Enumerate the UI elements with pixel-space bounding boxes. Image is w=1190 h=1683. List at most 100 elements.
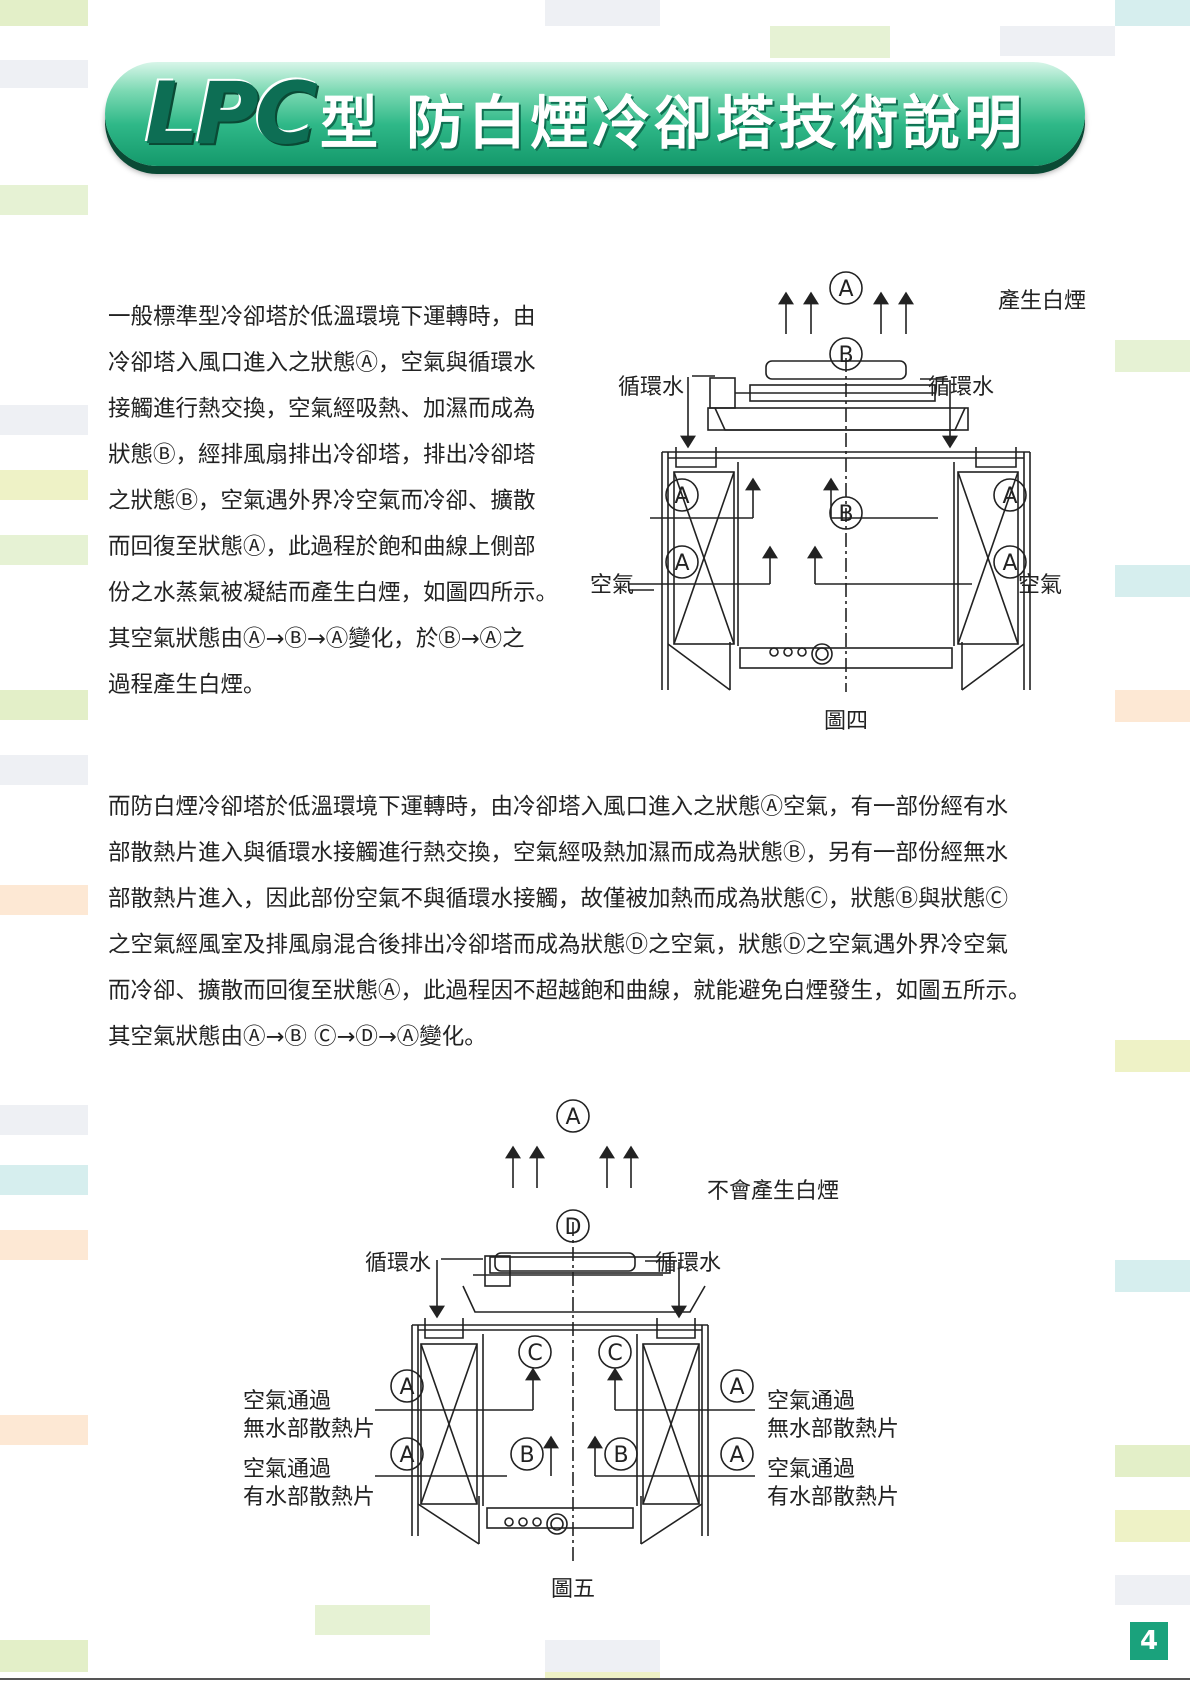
decor-block xyxy=(0,755,88,785)
state-label: A xyxy=(674,551,689,576)
decor-block xyxy=(0,1105,88,1135)
air-label-left: 空氣 xyxy=(590,573,634,598)
state-label: C xyxy=(527,1341,542,1366)
dry-fill-label-left: 空氣通過 xyxy=(243,1389,331,1414)
paragraph-line: 而回復至狀態Ⓐ，此過程於飽和曲線上側部 xyxy=(108,534,536,560)
brand-logo: LPC xyxy=(145,64,318,164)
smoke-label: 產生白煙 xyxy=(998,289,1086,314)
paragraph-line: 其空氣狀態由Ⓐ→Ⓑ→Ⓐ變化，於Ⓑ→Ⓐ之 xyxy=(108,626,525,652)
decor-block xyxy=(0,1415,88,1445)
state-a-circle xyxy=(556,1099,590,1133)
decor-block xyxy=(545,0,660,26)
decor-block xyxy=(1115,1445,1190,1477)
state-label: B xyxy=(519,1443,534,1468)
wet-fill-label-left: 有水部散熱片 xyxy=(243,1485,375,1510)
wet-fill-label-right: 有水部散熱片 xyxy=(767,1485,899,1510)
decor-block xyxy=(1115,1510,1190,1542)
state-label: C xyxy=(607,1341,622,1366)
decor-block xyxy=(0,405,88,435)
state-c-circle xyxy=(598,1335,632,1369)
wet-fill-label-right: 空氣通過 xyxy=(767,1457,855,1482)
motor-icon xyxy=(709,377,736,409)
dry-fill-label-right: 空氣通過 xyxy=(767,1389,855,1414)
figure-caption: 圖四 xyxy=(824,709,868,734)
figure-5-diagram: A D C C B B A A A A 不會產生白煙 循環水 循環水 空氣通過 … xyxy=(243,1099,899,1602)
state-a-circle xyxy=(390,1437,424,1471)
state-label: A xyxy=(399,1375,414,1400)
decor-block xyxy=(0,690,88,720)
fan-housing xyxy=(494,1252,636,1272)
basin xyxy=(486,1507,634,1529)
decor-block xyxy=(545,1640,660,1672)
paragraph-line: 份之水蒸氣被凝結而產生白煙，如圖四所示。 xyxy=(108,580,559,606)
intro-paragraph: 一般標準型冷卻塔於低溫環境下運轉時，由 冷卻塔入風口進入之狀態Ⓐ，空氣與循環水 … xyxy=(108,294,598,708)
decor-block xyxy=(1115,340,1190,372)
decor-block xyxy=(315,1605,430,1635)
decor-block xyxy=(1115,565,1190,597)
fill-pack-left xyxy=(673,471,735,645)
state-label: B xyxy=(838,502,853,527)
state-a-circle xyxy=(665,478,699,512)
decor-block xyxy=(1115,1260,1190,1292)
no-smoke-label: 不會產生白煙 xyxy=(707,1179,839,1204)
decor-block xyxy=(1115,1040,1190,1072)
state-label: D xyxy=(565,1215,582,1240)
water-label-left: 循環水 xyxy=(618,375,684,400)
anti-smoke-paragraph: 而防白煙冷卻塔於低溫環境下運轉時，由冷卻塔入風口進入之狀態Ⓐ空氣，有一部份經有水… xyxy=(108,784,1098,1060)
state-label: A xyxy=(729,1375,744,1400)
state-b-circle xyxy=(510,1437,544,1471)
decor-block xyxy=(0,185,88,215)
state-label: B xyxy=(613,1443,628,1468)
air-label-right: 空氣 xyxy=(1018,573,1062,598)
decor-block xyxy=(0,885,88,915)
state-label: A xyxy=(729,1443,744,1468)
state-b-circle xyxy=(829,337,863,371)
water-label-right: 循環水 xyxy=(928,375,994,400)
decor-block xyxy=(0,60,88,88)
state-label: A xyxy=(1002,551,1017,576)
state-a-circle xyxy=(720,1369,754,1403)
decor-block xyxy=(770,26,890,58)
paragraph-line: 而冷卻、擴散而回復至狀態Ⓐ，此過程因不超越飽和曲線，就能避免白煙發生，如圖五所示… xyxy=(108,978,1031,1004)
dry-fill-label-left: 無水部散熱片 xyxy=(243,1417,375,1442)
decor-block xyxy=(0,535,88,565)
paragraph-line: 之空氣經風室及排風扇混合後排出冷卻塔而成為狀態Ⓓ之空氣，狀態Ⓓ之空氣遇外界冷空氣 xyxy=(108,932,1009,958)
state-a-circle xyxy=(993,545,1027,579)
page-number: 4 xyxy=(1130,1622,1168,1660)
fill-pack-right xyxy=(642,1343,700,1505)
state-label: A xyxy=(674,484,689,509)
state-a-circle xyxy=(829,271,863,305)
state-a-circle xyxy=(993,478,1027,512)
state-b-circle xyxy=(829,496,863,530)
paragraph-line: 冷卻塔入風口進入之狀態Ⓐ，空氣與循環水 xyxy=(108,350,536,376)
decor-block xyxy=(0,470,88,500)
figure-caption: 圖五 xyxy=(551,1577,595,1602)
state-a-circle xyxy=(720,1437,754,1471)
dry-fill-label-right: 無水部散熱片 xyxy=(767,1417,899,1442)
decor-block xyxy=(545,1672,660,1678)
state-a-circle xyxy=(390,1369,424,1403)
state-a-circle xyxy=(665,545,699,579)
decor-block xyxy=(1115,0,1190,26)
state-label: A xyxy=(1002,484,1017,509)
paragraph-line: 狀態Ⓑ，經排風扇排出冷卻塔，排出冷卻塔 xyxy=(108,442,536,468)
decor-block xyxy=(1115,690,1190,722)
decor-block xyxy=(0,1165,88,1195)
paragraph-line: 部散熱片進入與循環水接觸進行熱交換，空氣經吸熱加濕而成為狀態Ⓑ，另有一部份經無水 xyxy=(108,840,1009,866)
title-banner xyxy=(105,62,1085,166)
state-label: A xyxy=(399,1443,414,1468)
decor-block xyxy=(0,0,88,26)
paragraph-line: 而防白煙冷卻塔於低溫環境下運轉時，由冷卻塔入風口進入之狀態Ⓐ空氣，有一部份經有水 xyxy=(108,794,1009,820)
paragraph-line: 一般標準型冷卻塔於低溫環境下運轉時，由 xyxy=(108,304,536,330)
state-d-circle xyxy=(556,1209,590,1243)
paragraph-line: 過程產生白煙。 xyxy=(108,672,266,698)
decor-block xyxy=(1115,1575,1190,1605)
figure-4-diagram: A B B A A A A 產生白煙 循環水 循環水 空氣 空氣 圖四 xyxy=(590,271,1086,734)
water-label-right: 循環水 xyxy=(655,1251,721,1276)
fill-pack-right xyxy=(957,471,1019,645)
decor-block xyxy=(0,1230,88,1260)
paragraph-line: 其空氣狀態由Ⓐ→Ⓑ Ⓒ→Ⓓ→Ⓐ變化。 xyxy=(108,1024,487,1050)
paragraph-line: 接觸進行熱交換，空氣經吸熱、加濕而成為 xyxy=(108,396,536,422)
fill-pack-left xyxy=(420,1343,478,1505)
